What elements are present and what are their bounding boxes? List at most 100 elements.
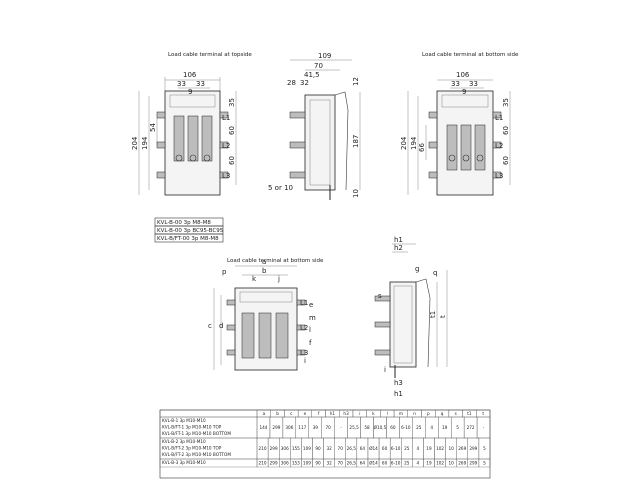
table-row-label: KVL-B-3 3p M10-M10 [162, 460, 206, 465]
table-cell: 109 [303, 461, 311, 466]
table-cell: 155 [292, 446, 300, 451]
table-cell: 32 [326, 446, 332, 451]
letter-h1-bottom: h1 [394, 390, 403, 398]
letter-t: t [439, 315, 447, 318]
dim-32: 32 [300, 79, 309, 87]
dim-right-bot: 60 [502, 156, 510, 165]
dim-width: 106 [456, 71, 470, 79]
table-cell: Ø10,5 [374, 425, 387, 430]
table-cell: 299 [270, 461, 278, 466]
dim-28: 28 [287, 79, 296, 87]
table-cell: 4 [417, 446, 420, 451]
table-cell: 32 [326, 461, 332, 466]
table-cell: 299 [270, 446, 278, 451]
dim-height-inner: 194 [141, 136, 149, 150]
legend-box: KVL-B-00 3p M8-M8 KVL-B-00 3p BC95-BC95 … [154, 217, 224, 243]
table-header-cell: c [290, 411, 293, 416]
table-cell: Ø14 [369, 446, 378, 451]
dim-pitch-b: 33 [196, 80, 205, 88]
table-header-cell: t1 [467, 411, 472, 416]
table-cell: 70 [338, 461, 344, 466]
table-cell: 6-10 [391, 461, 401, 466]
phase-L2: L2 [300, 324, 308, 332]
table-cell: 60 [382, 446, 388, 451]
table-cell: 6-10 [391, 446, 401, 451]
table-cell: 109 [303, 446, 311, 451]
table-row-label: KVL-B-2 3p M10-M10 [162, 439, 206, 444]
table-cell: 64 [360, 461, 366, 466]
table-cell: 299 [272, 425, 280, 430]
caption-top-left: Load cable terminal at topside [168, 52, 252, 58]
dim-left: 66 [418, 143, 426, 152]
table-cell: 70 [326, 425, 332, 430]
dim-70: 70 [314, 62, 323, 70]
table-cell: 272 [467, 425, 475, 430]
caption-bottom-center: Load cable terminal at bottom side [227, 258, 324, 264]
table-cell: 5 [456, 425, 459, 430]
table-header-cell: h1 [330, 411, 336, 416]
letter-g: g [415, 265, 419, 273]
table-row-label: KVL-B/FT-1 3p M10-M10 TOP [162, 425, 222, 430]
table-cell: 25,5 [349, 425, 359, 430]
table-cell: - [340, 425, 342, 430]
table-cell: - [483, 425, 485, 430]
table-cell: 153 [292, 461, 300, 466]
phase-L3: L3 [495, 172, 503, 180]
table-cell: 60 [382, 461, 388, 466]
phase-L3: L3 [300, 349, 308, 357]
table-cell: 306 [285, 425, 293, 430]
letter-p: p [222, 268, 227, 276]
dim-height: 187 [352, 135, 360, 148]
table-cell: 19 [442, 425, 448, 430]
table-cell: 25 [404, 461, 410, 466]
phase-L2: L2 [495, 142, 503, 150]
dim-bottom-left: 5 or 10 [268, 184, 293, 192]
dim-right-top: 35 [228, 98, 236, 107]
letter-m: m [309, 314, 316, 322]
table-header-cell: b [276, 411, 279, 416]
table-cell: 5 [483, 446, 486, 451]
letter-s: s [378, 292, 382, 300]
phase-L1: L1 [222, 114, 230, 122]
table-cell: 5 [483, 461, 486, 466]
dim-offset: 9 [462, 88, 466, 96]
dim-pitch-a: 33 [451, 80, 460, 88]
table-header-cell: m [399, 411, 403, 416]
letter-q: q [433, 269, 437, 277]
table-header-cell: f [318, 411, 320, 416]
table-cell: 102 [436, 461, 444, 466]
view-bottom-side: h1 h2 g q t1 t s i h3 h1 [374, 236, 448, 398]
dim-height-inner: 194 [410, 136, 418, 150]
table-header-cell: s [455, 411, 457, 416]
table-cell: 10 [448, 461, 454, 466]
table-header-cell: k [372, 411, 375, 416]
table-cell: 90 [315, 461, 321, 466]
table-cell: 4 [430, 425, 433, 430]
table-cell: 306 [281, 446, 289, 451]
table-cell: 144 [259, 425, 267, 430]
table-header-cell: p [427, 411, 430, 416]
table-cell: 25 [416, 425, 422, 430]
dim-right-mid: 60 [228, 126, 236, 135]
view-bottom-front: a b k j p c d e m l f i L1 L2 L3 [208, 258, 316, 371]
view-front-bottom-terminal: 106 33 33 9 204 194 66 35 60 60 L1 L2 L3 [400, 71, 511, 196]
table-cell: 6-10 [401, 425, 411, 430]
dim-right-bot: 60 [228, 156, 236, 165]
table-cell: 19 [426, 461, 432, 466]
dim-depth: 109 [318, 52, 331, 60]
phase-L2: L2 [222, 142, 230, 150]
table-cell: 210 [259, 446, 267, 451]
dim-bottom-right: 10 [352, 189, 360, 198]
table-cell: 269 [458, 446, 466, 451]
letter-l: l [309, 326, 311, 334]
dim-height-outer: 204 [131, 136, 139, 150]
table-cell: 58 [364, 425, 370, 430]
view-side: 109 70 41,5 28 32 12 187 10 5 or 10 [268, 52, 361, 200]
table-header-cell: e [304, 411, 307, 416]
dim-right-mid: 60 [502, 126, 510, 135]
table-cell: 306 [281, 461, 289, 466]
letter-f: f [309, 339, 312, 347]
table-cell: 25 [404, 446, 410, 451]
letter-c: c [208, 322, 212, 330]
legend-item-1: KVL-B-00 3p M8-M8 [157, 220, 211, 226]
